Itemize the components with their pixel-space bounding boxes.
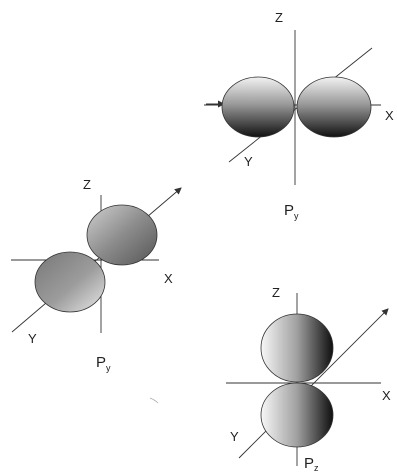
orbital-py-x-label: X bbox=[164, 271, 173, 286]
orbital-pz-lower-lobe bbox=[260, 382, 334, 448]
orbital-pz-z-label: Z bbox=[272, 285, 280, 300]
orbital-px-name-sub: y bbox=[294, 211, 299, 221]
orbital-pz-name: Pz bbox=[304, 455, 319, 473]
orbital-py-upper-lobe bbox=[86, 204, 158, 266]
orbital-px-x-label: X bbox=[385, 108, 394, 123]
orbital-py-group: Z X Y Py bbox=[11, 177, 182, 373]
orbital-py-y-axis bbox=[11, 187, 182, 333]
orbital-py-name: Py bbox=[96, 354, 111, 373]
orbital-pz-y-label: Y bbox=[230, 429, 239, 444]
orbital-pz-y-axis bbox=[238, 308, 389, 459]
orbital-px-y-label: Y bbox=[244, 154, 253, 169]
orbital-px-name-main: P bbox=[284, 202, 294, 219]
orbital-py-y-label: Y bbox=[28, 331, 37, 346]
orbital-py-z-label: Z bbox=[83, 177, 91, 192]
orbital-py-name-sub: y bbox=[106, 363, 111, 373]
orbital-pz-name-sub: z bbox=[314, 463, 319, 473]
orbital-px-right-lobe bbox=[296, 76, 372, 138]
orbital-px-left-lobe bbox=[221, 76, 295, 138]
orbital-py-name-main: P bbox=[96, 354, 106, 371]
orbital-pz-upper-lobe bbox=[260, 313, 334, 383]
orbital-pz-name-main: P bbox=[304, 455, 314, 472]
orbital-px-group: Z X Y Py bbox=[204, 10, 394, 221]
orbital-py-lower-lobe bbox=[34, 251, 106, 313]
orbital-px-z-label: Z bbox=[275, 10, 283, 25]
orbital-pz-group: Z X Y Pz bbox=[226, 285, 391, 473]
stray-mark bbox=[149, 397, 159, 404]
orbital-pz-x-label: X bbox=[382, 388, 391, 403]
orbital-px-name: Py bbox=[284, 202, 299, 221]
